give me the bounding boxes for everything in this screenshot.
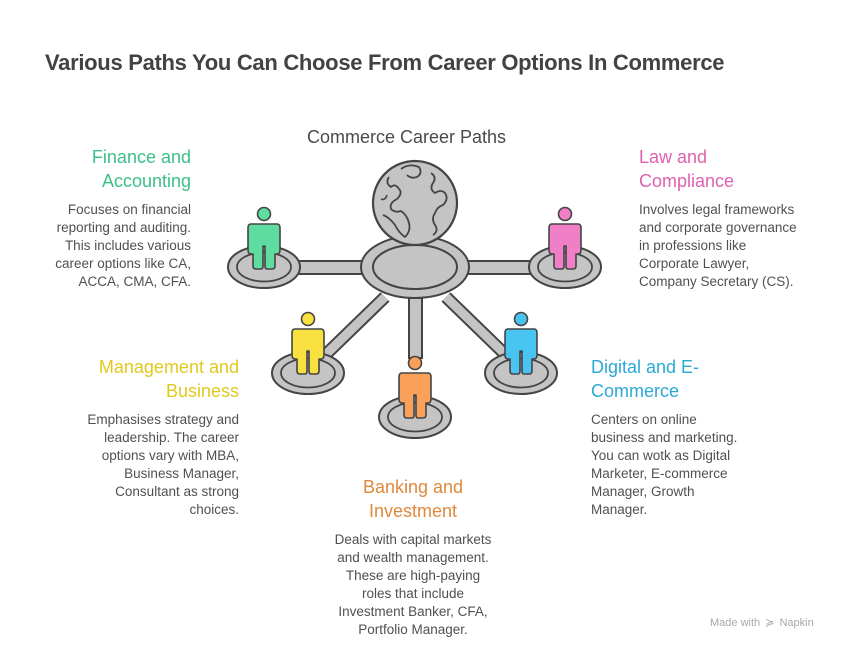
- path-law: Law and Compliance Involves legal framew…: [639, 145, 829, 291]
- path-heading: Finance and Accounting: [91, 147, 191, 191]
- finance-node: [227, 245, 301, 289]
- diagram-center-label: Commerce Career Paths: [306, 127, 507, 147]
- path-heading: Law and Compliance: [639, 147, 735, 191]
- path-description: Focuses on financial reporting and audit…: [55, 202, 191, 289]
- path-finance: Finance and Accounting Focuses on financ…: [40, 145, 191, 291]
- path-management: Management and Business Emphasises strat…: [40, 355, 239, 519]
- path-description: Involves legal frameworks and corporate …: [639, 202, 797, 289]
- napkin-logo-icon: ≽: [765, 617, 775, 629]
- law-node: [528, 245, 602, 289]
- path-description: Centers on online business and marketing…: [591, 412, 738, 517]
- path-description: Emphasises strategy and leadership. The …: [87, 412, 239, 517]
- digital-node: [484, 351, 558, 395]
- path-heading: Banking and Investment: [362, 477, 464, 521]
- page-title: Various Paths You Can Choose From Career…: [45, 50, 725, 75]
- path-description: Deals with capital markets and wealth ma…: [334, 532, 492, 637]
- path-heading: Digital and E- Commerce: [591, 357, 700, 401]
- path-heading: Management and Business: [98, 357, 239, 401]
- path-digital: Digital and E- Commerce Centers on onlin…: [591, 355, 781, 519]
- banking-node: [378, 395, 452, 439]
- watermark[interactable]: Made with ≽ Napkin: [710, 617, 814, 629]
- management-node: [271, 351, 345, 395]
- globe-icon: [371, 159, 459, 247]
- path-banking: Banking and Investment Deals with capita…: [313, 475, 513, 639]
